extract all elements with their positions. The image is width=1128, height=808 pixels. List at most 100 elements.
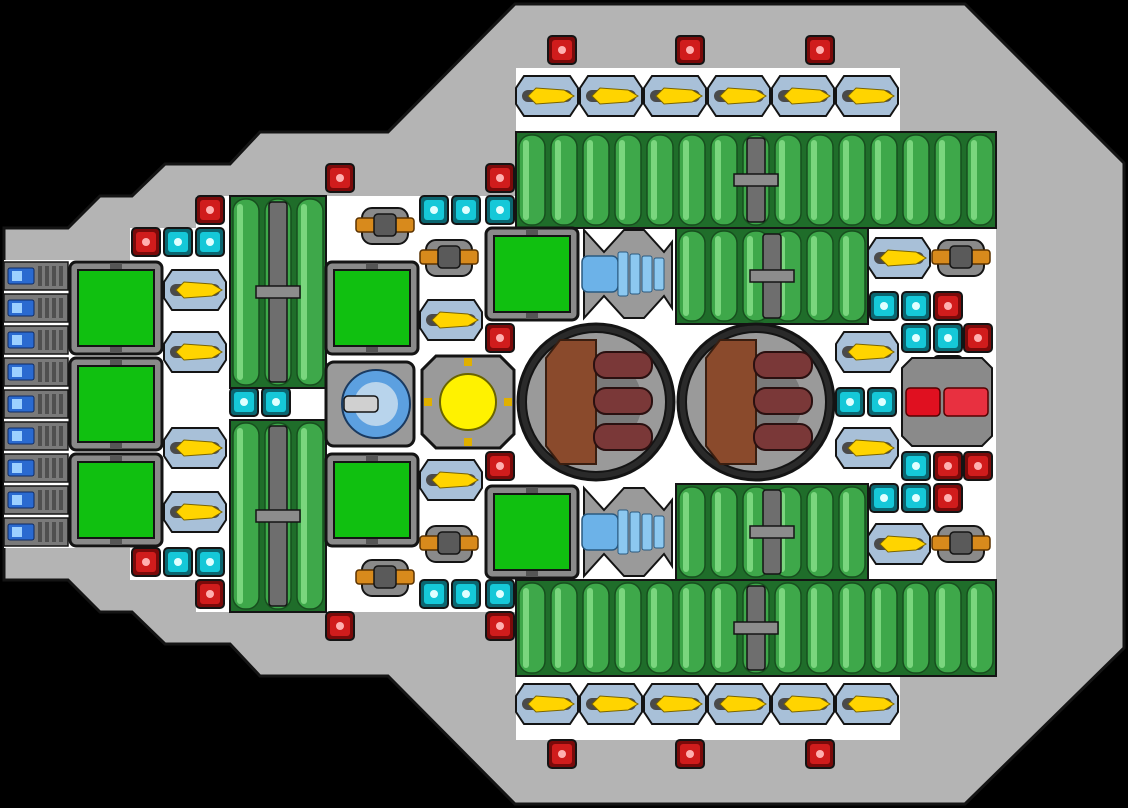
red-armor-block-icon[interactable]: [933, 451, 963, 481]
cyan-sensor-icon[interactable]: [195, 547, 225, 577]
cyan-sensor-icon[interactable]: [485, 579, 515, 609]
blue-battery-cell-icon: [3, 325, 69, 355]
green-power-core-icon[interactable]: [484, 484, 580, 580]
yellow-cannon-icon[interactable]: [163, 427, 227, 469]
cyan-sensor-icon[interactable]: [869, 291, 899, 321]
blue-battery-cell-icon: [3, 485, 69, 515]
green-fuel-tank-icon: [675, 483, 869, 581]
cyan-sensor-icon[interactable]: [901, 323, 931, 353]
orange-turret-icon[interactable]: [355, 559, 415, 597]
cyan-sensor-icon[interactable]: [867, 387, 897, 417]
cyan-sensor-icon[interactable]: [419, 579, 449, 609]
green-fuel-tank-icon: [229, 419, 327, 613]
yellow-cannon-icon[interactable]: [515, 75, 579, 117]
cyan-sensor-icon[interactable]: [901, 291, 931, 321]
cyan-sensor-icon[interactable]: [451, 579, 481, 609]
cyan-sensor-icon[interactable]: [451, 195, 481, 225]
red-armor-block-icon[interactable]: [675, 35, 705, 65]
blue-battery-cell-icon: [3, 293, 69, 323]
green-fuel-tank-icon: [229, 195, 327, 389]
red-armor-block-icon[interactable]: [805, 739, 835, 769]
yellow-cannon-icon[interactable]: [707, 75, 771, 117]
green-fuel-tank-icon: [515, 579, 997, 677]
blue-shield-dome-icon[interactable]: [324, 360, 416, 448]
blue-engine-icon[interactable]: [581, 227, 673, 321]
red-armor-block-icon[interactable]: [963, 451, 993, 481]
red-missile-launcher-icon[interactable]: [901, 357, 993, 447]
blue-battery-cell-icon: [3, 421, 69, 451]
red-armor-block-icon[interactable]: [485, 611, 515, 641]
red-armor-block-icon[interactable]: [195, 579, 225, 609]
yellow-cannon-icon[interactable]: [579, 683, 643, 725]
blue-battery-cell-icon: [3, 261, 69, 291]
orange-turret-icon[interactable]: [931, 525, 991, 563]
yellow-cannon-icon[interactable]: [515, 683, 579, 725]
yellow-cannon-icon[interactable]: [163, 491, 227, 533]
red-armor-block-icon[interactable]: [131, 547, 161, 577]
yellow-cannon-icon[interactable]: [579, 75, 643, 117]
yellow-cannon-icon[interactable]: [643, 683, 707, 725]
green-power-core-icon[interactable]: [68, 356, 164, 452]
red-armor-block-icon[interactable]: [195, 195, 225, 225]
blue-battery-cell-icon: [3, 517, 69, 547]
yellow-cannon-icon[interactable]: [771, 75, 835, 117]
red-armor-block-icon[interactable]: [485, 323, 515, 353]
yellow-cannon-icon[interactable]: [707, 683, 771, 725]
red-armor-block-icon[interactable]: [675, 739, 705, 769]
cyan-sensor-icon[interactable]: [195, 227, 225, 257]
yellow-cannon-icon[interactable]: [835, 331, 899, 373]
cyan-sensor-icon[interactable]: [901, 451, 931, 481]
yellow-cannon-icon[interactable]: [419, 459, 483, 501]
green-fuel-tank-icon: [515, 131, 997, 229]
red-armor-block-icon[interactable]: [547, 739, 577, 769]
cyan-sensor-icon[interactable]: [485, 195, 515, 225]
green-power-core-icon[interactable]: [68, 260, 164, 356]
red-armor-block-icon[interactable]: [485, 163, 515, 193]
brown-missile-bay-icon[interactable]: [676, 322, 836, 482]
orange-turret-icon[interactable]: [931, 239, 991, 277]
blue-battery-cell-icon: [3, 453, 69, 483]
yellow-cannon-icon[interactable]: [835, 683, 899, 725]
yellow-cannon-icon[interactable]: [835, 75, 899, 117]
yellow-reactor-icon[interactable]: [420, 354, 516, 450]
yellow-cannon-icon[interactable]: [419, 299, 483, 341]
cyan-sensor-icon[interactable]: [933, 323, 963, 353]
orange-turret-icon[interactable]: [419, 525, 479, 563]
cyan-sensor-icon[interactable]: [901, 483, 931, 513]
yellow-cannon-icon[interactable]: [163, 331, 227, 373]
green-fuel-tank-icon: [675, 227, 869, 325]
orange-turret-icon[interactable]: [419, 239, 479, 277]
brown-missile-bay-icon[interactable]: [516, 322, 676, 482]
cyan-sensor-icon[interactable]: [835, 387, 865, 417]
yellow-cannon-icon[interactable]: [835, 427, 899, 469]
yellow-cannon-icon[interactable]: [163, 269, 227, 311]
red-armor-block-icon[interactable]: [131, 227, 161, 257]
blue-engine-icon[interactable]: [581, 485, 673, 579]
blue-battery-cell-icon: [3, 357, 69, 387]
red-armor-block-icon[interactable]: [547, 35, 577, 65]
green-power-core-icon[interactable]: [68, 452, 164, 548]
cyan-sensor-icon[interactable]: [261, 387, 291, 417]
red-armor-block-icon[interactable]: [963, 323, 993, 353]
red-armor-block-icon[interactable]: [805, 35, 835, 65]
red-armor-block-icon[interactable]: [485, 451, 515, 481]
cyan-sensor-icon[interactable]: [163, 227, 193, 257]
green-power-core-icon[interactable]: [324, 260, 420, 356]
orange-turret-icon[interactable]: [355, 207, 415, 245]
red-armor-block-icon[interactable]: [933, 483, 963, 513]
red-armor-block-icon[interactable]: [325, 611, 355, 641]
cyan-sensor-icon[interactable]: [869, 483, 899, 513]
yellow-cannon-icon[interactable]: [771, 683, 835, 725]
yellow-cannon-icon[interactable]: [643, 75, 707, 117]
yellow-cannon-icon[interactable]: [867, 523, 931, 565]
green-power-core-icon[interactable]: [484, 226, 580, 322]
cyan-sensor-icon[interactable]: [419, 195, 449, 225]
cyan-sensor-icon[interactable]: [229, 387, 259, 417]
red-armor-block-icon[interactable]: [325, 163, 355, 193]
red-armor-block-icon[interactable]: [933, 291, 963, 321]
cyan-sensor-icon[interactable]: [163, 547, 193, 577]
blue-battery-cell-icon: [3, 389, 69, 419]
green-power-core-icon[interactable]: [324, 452, 420, 548]
yellow-cannon-icon[interactable]: [867, 237, 931, 279]
